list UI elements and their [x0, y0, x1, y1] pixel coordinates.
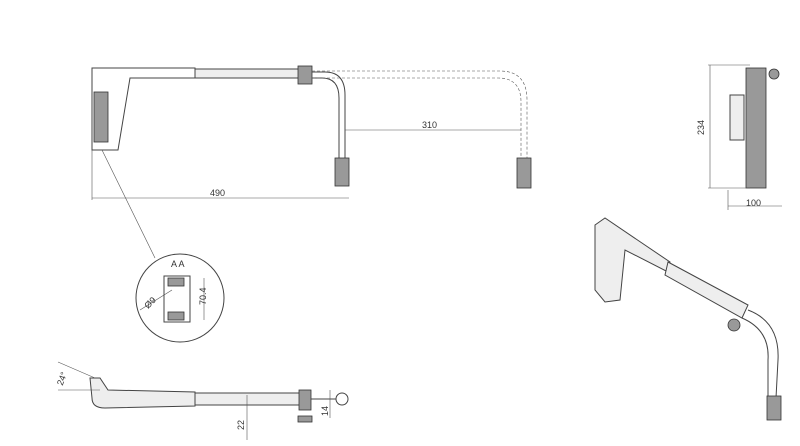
- sleeve: [194, 68, 306, 79]
- angle-line: [57, 361, 96, 379]
- detail-view: A A Ø9 70.4: [135, 253, 225, 343]
- extended-tube-hidden-line: [312, 70, 528, 160]
- knob-joint: [297, 65, 313, 85]
- side-clamp-body: [745, 67, 767, 189]
- clamp-block: [93, 91, 109, 143]
- detail-leader-line: [101, 149, 156, 259]
- iso-knob: [727, 318, 741, 332]
- iso-handle: [594, 217, 671, 303]
- iso-sleeve: [664, 261, 749, 319]
- tube-inner-line: [312, 77, 340, 160]
- dim-490: 490: [210, 188, 225, 198]
- detail-clamp-top: [167, 277, 185, 287]
- dim-310: 310: [422, 120, 437, 130]
- top-knob: [297, 415, 313, 423]
- dim-angle: 24°: [55, 370, 69, 387]
- side-handle: [729, 94, 745, 141]
- iso-tube: [741, 309, 779, 399]
- iso-fitting: [766, 395, 782, 421]
- top-tube: [194, 392, 301, 406]
- tube-outer-line: [312, 71, 346, 160]
- dim-line-diameter: [139, 289, 173, 311]
- side-view: 234 100: [696, 64, 782, 210]
- top-handle: [89, 377, 196, 409]
- front-fitting-left: [334, 157, 350, 187]
- detail-clamp-outline: [163, 275, 191, 323]
- detail-clamp-bottom: [167, 311, 185, 321]
- dim-234: 234: [696, 120, 706, 135]
- side-knob: [768, 68, 780, 80]
- dim-22: 22: [236, 420, 246, 430]
- isometric-view: [594, 217, 782, 421]
- dim-diameter: Ø9: [142, 295, 158, 311]
- detail-circle: [135, 253, 225, 343]
- dim-14: 14: [320, 406, 330, 416]
- detail-section-label: A A: [171, 259, 185, 269]
- top-view: 24° 22 14: [55, 361, 349, 440]
- dim-100: 100: [746, 198, 761, 208]
- top-end-ring: [335, 392, 349, 406]
- front-fitting-right: [516, 157, 532, 189]
- front-view: 310 490: [91, 65, 532, 259]
- top-joint: [298, 389, 312, 411]
- dim-70-4: 70.4: [198, 287, 208, 305]
